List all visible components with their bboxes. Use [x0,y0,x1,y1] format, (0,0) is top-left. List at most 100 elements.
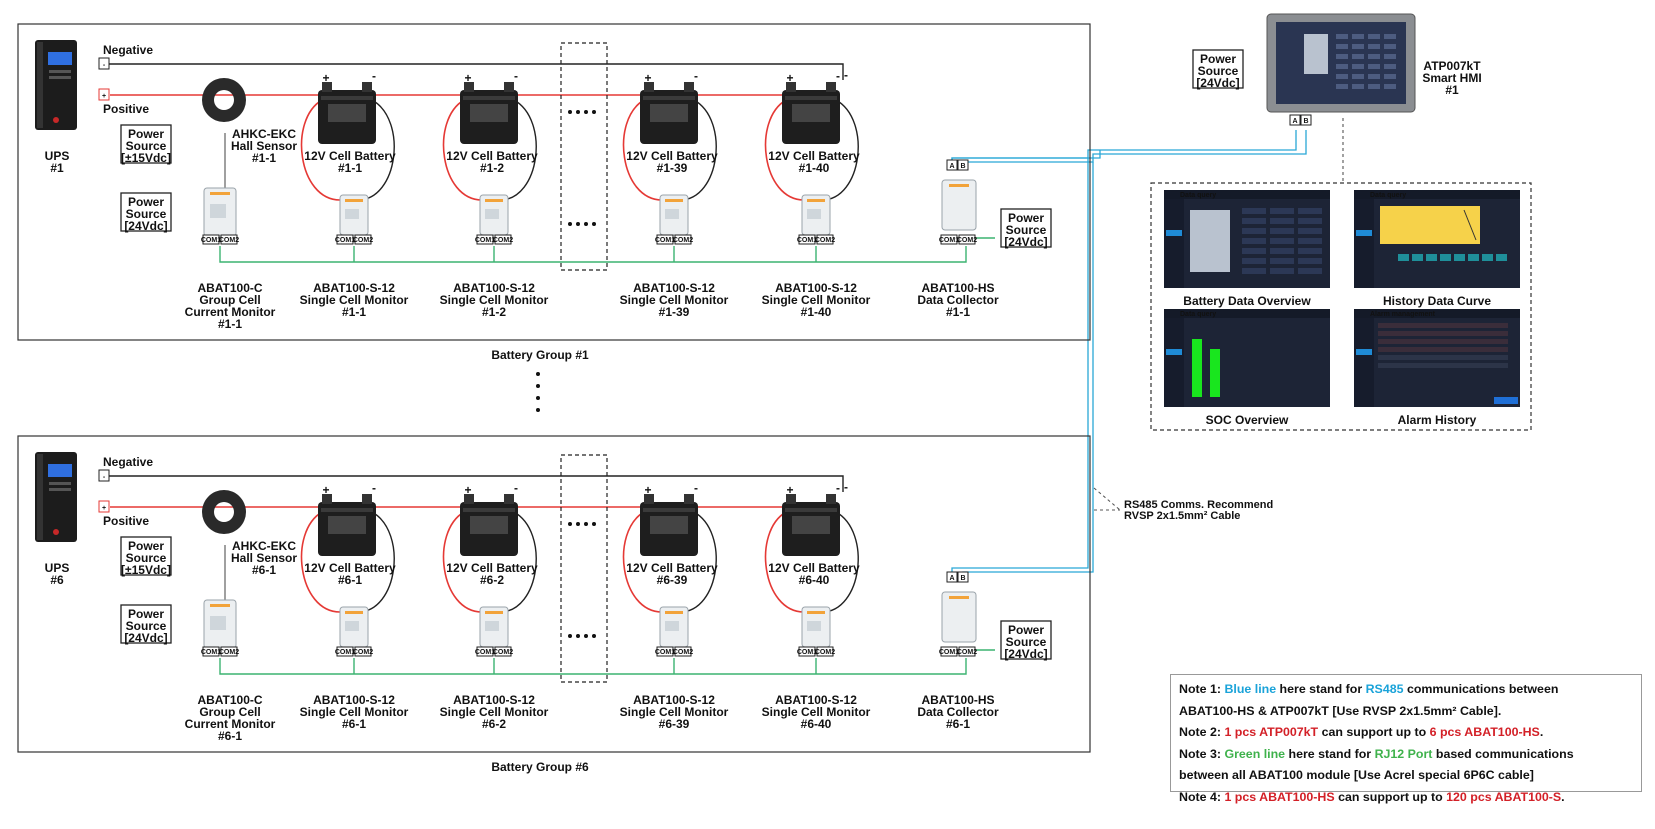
group-wires [105,475,995,675]
group-ellipsis-dot [536,408,540,412]
history-table [1380,206,1480,244]
power-source-24v-left-text: Source [126,207,167,221]
hmi-screen-cell [1368,54,1380,59]
hmi-screen-cell [1384,44,1396,49]
battery-group-title: Battery Group #6 [491,760,589,774]
power-source-24v-right [1000,208,1052,248]
power-source-24v-right-text: Power [1008,211,1044,225]
battery-handle [321,508,373,512]
ellipsis-dot [584,110,588,114]
battery-minus-label: - [694,69,698,83]
battery-terminal [826,82,836,92]
note-text: here stand for [1276,682,1366,696]
note-text: 6 pcs ABAT100-HS [1429,725,1540,740]
com1-label: COM1 [797,237,817,244]
hmi-screen-cell [1336,44,1348,49]
com2-label: COM2 [815,237,835,244]
collector-led [949,596,969,599]
screen-header [1354,309,1520,318]
com1-port [798,234,816,245]
screen-thumbnail: Data query [1164,190,1330,288]
ups-side [37,42,43,128]
hall-sensor-label: #6-1 [252,563,276,577]
hmi-power-source-text: Source [1198,64,1239,78]
battery-terminal [362,82,372,92]
power-source-24v-left [120,604,172,644]
sense-wire-pos [622,99,663,201]
cell-monitor-label: ABAT100-S-12 [775,281,857,295]
battery-handle [463,96,515,100]
hmi-screen-cell [1352,44,1364,49]
alarm-row [1378,355,1508,360]
group-monitor-label: Group Cell [199,293,260,307]
cell-monitor-label: #1-2 [482,305,506,319]
sense-wire-pos [300,511,341,613]
negative-end-label: - [844,68,848,82]
rs485-callout-line [1093,487,1121,511]
hmi-power-source-text: Power [1200,52,1236,66]
hmi-screen-cell [1384,84,1396,89]
battery-sticker [650,104,688,122]
note-line: Note 4: 1 pcs ABAT100-HS can support up … [1179,787,1633,809]
screen-caption: SOC Overview [1206,413,1289,427]
com2-port [354,646,372,657]
screen-caption: Alarm History [1398,413,1477,427]
screen-header-text: Data query [1370,192,1406,199]
com2-label: COM2 [493,237,513,244]
battery-minus-label: - [514,481,518,495]
data-cell [1242,238,1266,244]
hmi-screen-cell [1352,34,1364,39]
ellipsis-dot [592,110,596,114]
screen-bg [1164,309,1330,407]
hall-sensor-label: Hall Sensor [231,551,297,565]
note-text: ABAT100-HS & ATP007kT [Use RVSP 2x1.5mm²… [1179,703,1502,718]
com2-label: COM2 [219,649,239,656]
note-text: communications between [1403,682,1559,696]
hmi-screen-cell [1368,44,1380,49]
com2-port [220,234,238,245]
cell-monitor-label: #1-40 [801,305,832,319]
minus-sign: - [103,474,106,481]
collector-rs485-b [957,571,969,583]
data-cell [1242,228,1266,234]
group-monitor-label: #1-1 [218,317,242,331]
monitor-led [345,611,363,614]
data-cell [1298,218,1322,224]
power-source-24v-left-text: [24Vdc] [124,219,167,233]
collector-rs485-a-label: A [949,163,954,170]
ellipsis-dot [568,110,572,114]
note-label: Note 4: [1179,789,1221,804]
battery-handle [463,508,515,512]
com1-port [476,646,494,657]
group-wires [105,63,995,263]
power-source-24v-left-text: Source [126,619,167,633]
alarm-row [1378,339,1508,344]
hmi-screen-cell [1352,74,1364,79]
battery-label: #6-39 [657,573,688,587]
group-monitor-label: ABAT100-C [197,693,262,707]
sense-wire-neg [821,99,859,201]
ellipsis-dot [584,222,588,226]
battery-label: #1-40 [799,161,830,175]
hall-sensor-label: #1-1 [252,151,276,165]
hmi-rs485-a [1289,114,1301,126]
group-monitor-label: Current Monitor [185,305,276,319]
sense-wire-pos [622,511,663,613]
battery-terminal [464,82,474,92]
collector-label: Data Collector [917,293,999,307]
screen-caption: Battery Data Overview [1183,294,1311,308]
battery-terminal [504,494,514,504]
note-line: Note 1: Blue line here stand for RS485 c… [1179,679,1633,701]
battery-terminal [826,494,836,504]
screen-header-text: Data query [1180,311,1216,318]
notes-box: Note 1: Blue line here stand for RS485 c… [1170,674,1642,804]
hmi-label: ATP007kT [1423,59,1481,73]
com2-port [674,234,692,245]
battery-plus-label: + [644,483,651,497]
data-cell [1270,258,1294,264]
power-source-15v [120,124,172,164]
collector-rs485-a [946,571,958,583]
group-monitor-label: ABAT100-C [197,281,262,295]
hmi-screen-cell [1384,64,1396,69]
alarm-row [1378,347,1508,352]
